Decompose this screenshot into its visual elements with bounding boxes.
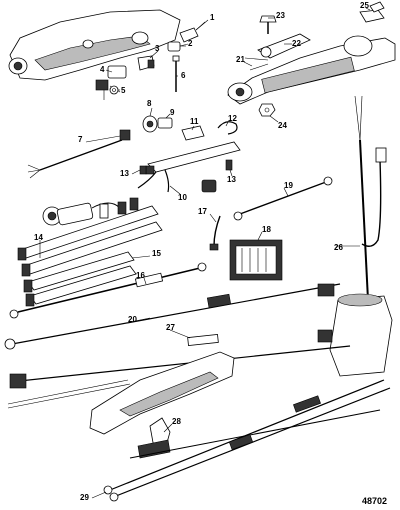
part-24-nut [258, 103, 276, 117]
callout-25: 25 [360, 1, 369, 10]
part-23-bolt [259, 15, 277, 34]
callout-27: 27 [166, 323, 175, 332]
harness-plug-group [42, 197, 139, 226]
callout-11: 11 [190, 117, 199, 126]
steering-cylinder-assembly [227, 35, 396, 105]
callout-8: 8 [147, 99, 152, 108]
part-7-harness-lead [27, 129, 131, 179]
callout-12: 12 [228, 114, 237, 123]
part-27-cable [7, 334, 351, 409]
callout-2: 2 [188, 39, 193, 48]
steering-mount-bracket [8, 9, 181, 81]
part-17-cable [209, 215, 221, 251]
part-3-bracket [137, 55, 155, 71]
part-9-sensor-plug [157, 117, 173, 129]
part-13-connector-a [139, 165, 147, 175]
callout-1: 1 [210, 13, 215, 22]
part-28-sensor [137, 417, 171, 459]
part-8-connector [142, 115, 158, 133]
callout-28: 28 [172, 417, 181, 426]
callout-29: 29 [80, 493, 89, 502]
part-15-hose-pair [23, 251, 137, 307]
callout-17: 17 [198, 207, 207, 216]
part-19-cable [233, 176, 333, 221]
mounting-plate [89, 351, 235, 435]
part-25-clip [359, 1, 385, 23]
part-6-bolt [172, 55, 180, 92]
callout-18: 18 [262, 225, 271, 234]
callout-20: 20 [128, 315, 137, 324]
callout-16: 16 [136, 271, 145, 280]
part-16-cable [9, 262, 207, 319]
part-29-cable-pair [103, 379, 391, 502]
callout-21: 21 [236, 55, 245, 64]
part-1-clip [179, 21, 206, 43]
callout-labels: 1 2 3 4 5 6 7 8 9 10 11 12 13 13 14 15 1… [34, 1, 369, 502]
callout-9: 9 [170, 108, 175, 117]
callout-7: 7 [78, 135, 83, 144]
part-26-pump-assembly [317, 95, 393, 377]
part-14-hose-pair [17, 205, 163, 277]
figure-number: 48702 [362, 496, 387, 506]
callout-22: 22 [292, 39, 301, 48]
part-2-fitting [167, 41, 186, 52]
part-11-retainer [181, 125, 205, 141]
part-22-tie-bar [257, 33, 311, 59]
callout-19: 19 [284, 181, 293, 190]
callout-10: 10 [178, 193, 187, 202]
part-13-connector-b [225, 159, 233, 171]
callout-3: 3 [155, 44, 160, 53]
part-12-spring-clip [217, 121, 238, 135]
callout-23: 23 [276, 11, 285, 20]
callout-5: 5 [121, 86, 126, 95]
callout-4: 4 [100, 65, 105, 74]
callout-15: 15 [152, 249, 161, 258]
part-5-washer [109, 85, 119, 95]
callout-14: 14 [34, 233, 43, 242]
part-20-cable [4, 283, 341, 350]
callout-13-left: 13 [120, 169, 129, 178]
callout-24: 24 [278, 121, 287, 130]
part-10-wiring-harness [137, 141, 241, 193]
callout-13-right: 13 [227, 175, 236, 184]
callout-26: 26 [334, 243, 343, 252]
part-18-control-module [229, 239, 283, 281]
leader-lines [39, 7, 371, 499]
callout-6: 6 [181, 71, 186, 80]
